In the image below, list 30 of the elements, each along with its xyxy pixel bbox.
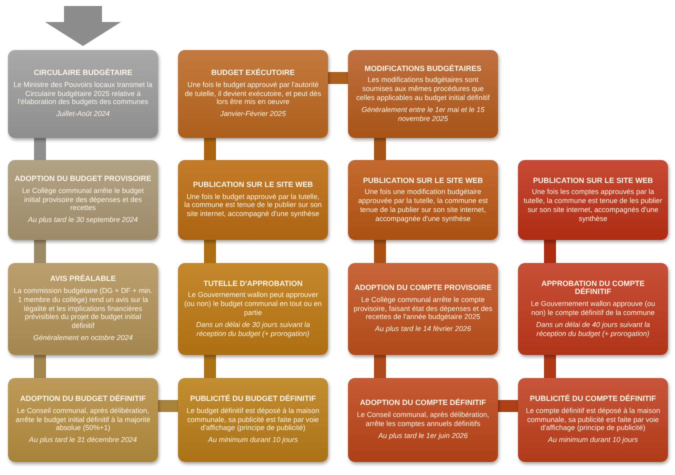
process-box xyxy=(518,263,668,355)
process-box xyxy=(178,263,328,355)
connector-bar xyxy=(34,240,46,263)
process-box xyxy=(348,50,498,138)
process-box xyxy=(178,50,328,138)
connector-bar xyxy=(158,400,178,412)
process-box xyxy=(348,378,498,462)
process-box xyxy=(178,160,328,240)
process-box xyxy=(348,160,498,240)
process-box xyxy=(8,160,158,240)
process-box xyxy=(8,50,158,138)
process-box xyxy=(518,160,668,240)
connector-bar xyxy=(34,355,46,378)
process-box xyxy=(178,378,328,462)
connector-bar xyxy=(498,400,518,412)
connector-bar xyxy=(34,138,46,160)
connector-bar xyxy=(328,72,348,84)
connector-bar xyxy=(544,240,556,263)
process-box xyxy=(8,263,158,355)
process-box xyxy=(8,378,158,462)
connector-bar xyxy=(204,240,216,263)
process-box xyxy=(518,378,668,462)
connector-bar xyxy=(204,138,216,160)
connector-bar xyxy=(374,355,386,378)
block-arrow xyxy=(45,6,121,46)
connector-bar xyxy=(374,240,386,263)
process-box xyxy=(348,263,498,355)
connector-bar xyxy=(204,355,216,378)
connector-bar xyxy=(374,138,386,160)
connector-bar xyxy=(544,355,556,378)
